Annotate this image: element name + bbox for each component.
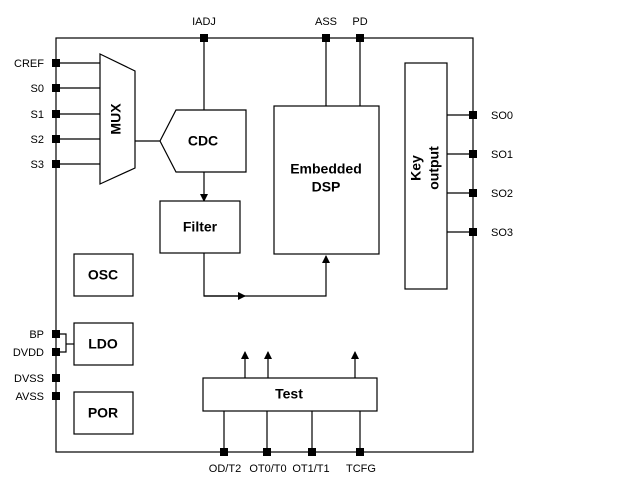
bp-dvdd-ldo-wire — [56, 333, 67, 353]
mux-label: MUX — [108, 103, 124, 135]
por-label: POR — [88, 405, 118, 421]
pin-dvss — [52, 374, 60, 382]
pin-label-iadj: IADJ — [192, 16, 216, 28]
pin-label-s2: S2 — [31, 134, 44, 146]
pin-ot1t1 — [308, 448, 316, 456]
pin-s0 — [52, 84, 60, 92]
pin-so3 — [469, 228, 477, 236]
pin-so0 — [469, 111, 477, 119]
mux-block — [99, 53, 136, 185]
key-label-line2: output — [426, 146, 442, 190]
pin-label-so2: SO2 — [491, 188, 513, 200]
pin-label-odt2: OD/T2 — [209, 463, 241, 475]
pin-label-s3: S3 — [31, 159, 44, 171]
cdc-label: CDC — [188, 133, 218, 149]
pin-label-s1: S1 — [31, 109, 44, 121]
pin-iadj — [200, 34, 208, 42]
pin-bp — [52, 330, 60, 338]
pin-label-ot0t0: OT0/T0 — [249, 463, 286, 475]
por-block — [73, 391, 134, 435]
pin-label-s0: S0 — [31, 83, 44, 95]
key-label-line1: Key — [408, 155, 424, 181]
filter-label: Filter — [183, 219, 218, 235]
pin-label-ot1t1: OT1/T1 — [292, 463, 329, 475]
dsp-label-line1: Embedded — [290, 161, 362, 177]
dsp-label-line2: DSP — [312, 179, 341, 195]
pin-ass — [322, 34, 330, 42]
pin-dvdd — [52, 348, 60, 356]
pin-s3 — [52, 160, 60, 168]
pin-label-so3: SO3 — [491, 227, 513, 239]
pin-odt2 — [220, 448, 228, 456]
pin-label-tcfg: TCFG — [346, 463, 376, 475]
ldo-block — [73, 322, 134, 366]
pin-label-so0: SO0 — [491, 110, 513, 122]
pin-label-pd: PD — [352, 16, 367, 28]
cdc-block — [159, 109, 247, 173]
pin-label-bp: BP — [29, 329, 44, 341]
osc-label: OSC — [88, 267, 118, 283]
pin-s1 — [52, 110, 60, 118]
test-block — [202, 377, 378, 412]
osc-block — [73, 253, 134, 297]
pin-label-cref: CREF — [14, 58, 44, 70]
pin-label-so1: SO1 — [491, 149, 513, 161]
ldo-label: LDO — [88, 336, 118, 352]
pin-label-ass: ASS — [315, 16, 337, 28]
test-label: Test — [275, 386, 303, 402]
pin-cref — [52, 59, 60, 67]
key-output-block — [404, 62, 448, 290]
pin-label-dvdd: DVDD — [13, 347, 44, 359]
pin-ot0t0 — [263, 448, 271, 456]
pin-label-dvss: DVSS — [14, 373, 44, 385]
filter-dsp-wire — [203, 253, 330, 297]
filter-block — [159, 200, 241, 254]
pin-so2 — [469, 189, 477, 197]
dsp-block — [273, 105, 380, 255]
pin-s2 — [52, 135, 60, 143]
pin-so1 — [469, 150, 477, 158]
pin-tcfg — [356, 448, 364, 456]
pin-label-avss: AVSS — [15, 391, 44, 403]
pin-pd — [356, 34, 364, 42]
pin-avss — [52, 392, 60, 400]
